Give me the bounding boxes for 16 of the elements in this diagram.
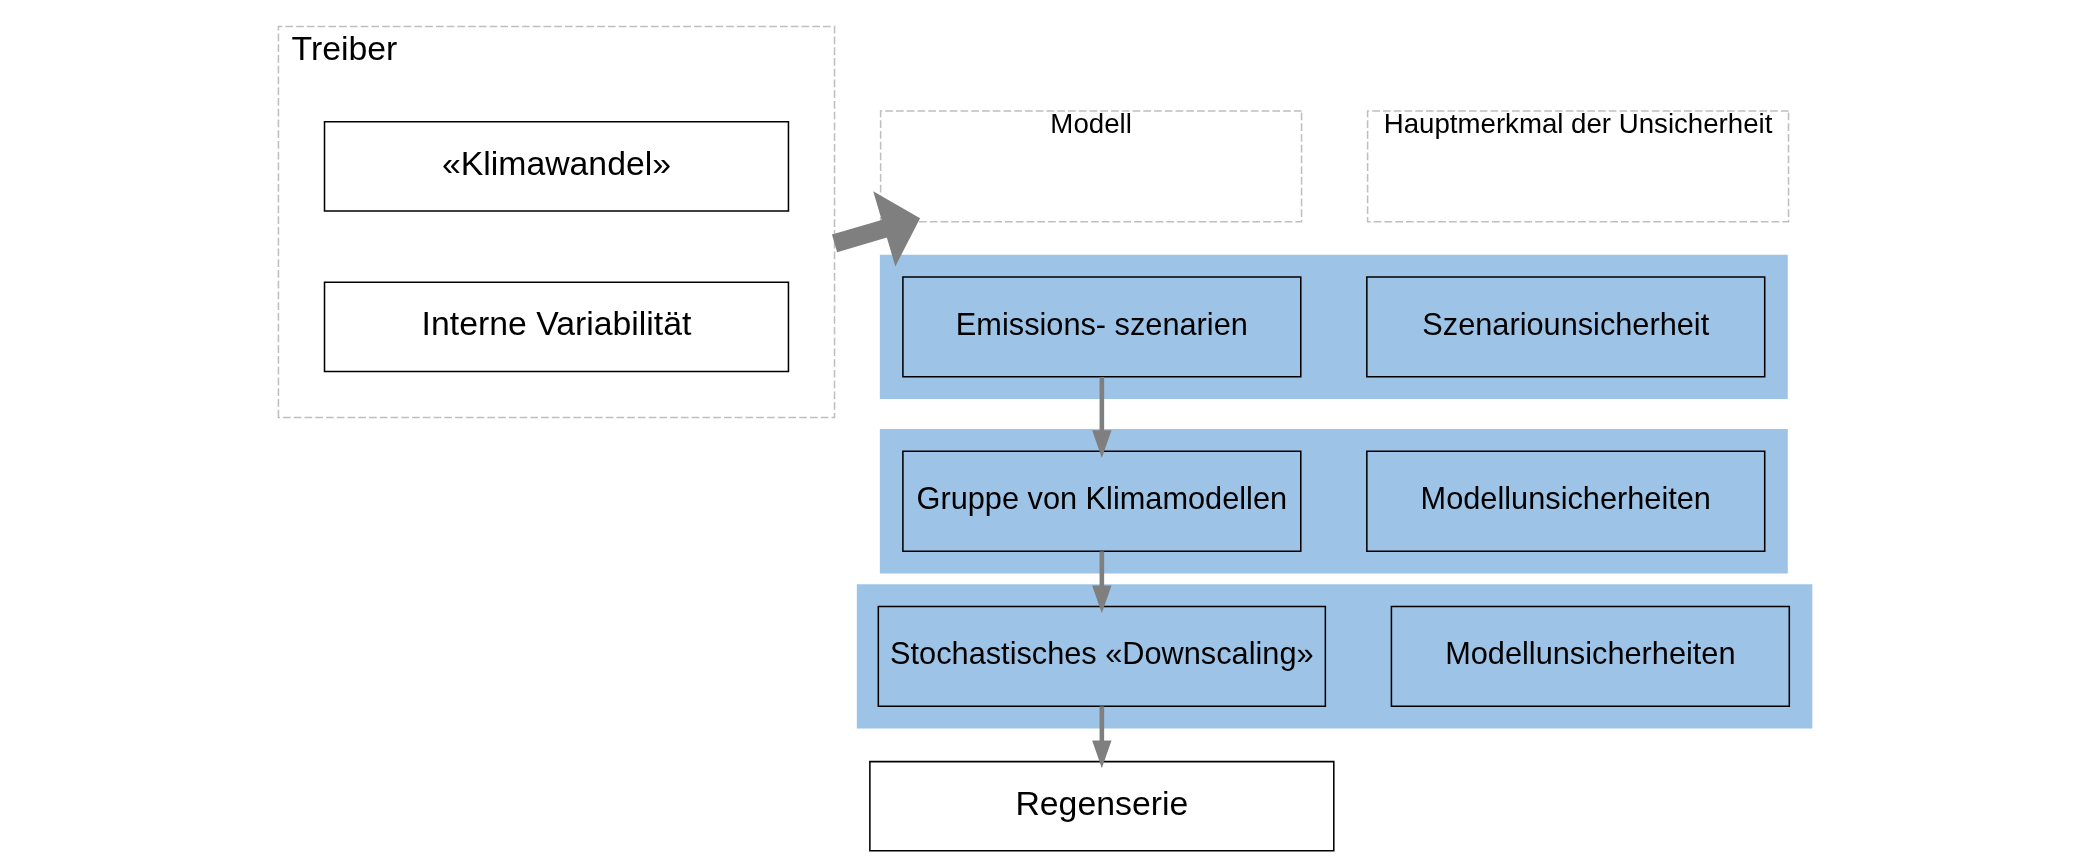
node-box: Modell	[879, 110, 1302, 223]
arrow	[1091, 377, 1112, 458]
cluster	[879, 254, 1788, 400]
node-box: Modellunsicherheiten	[1390, 605, 1790, 708]
node-box: Emissions- szenarien	[901, 276, 1302, 378]
node-box: Modellunsicherheiten	[1365, 450, 1765, 552]
arrow	[831, 191, 920, 267]
node-box: Szenariounsicherheit	[1365, 276, 1765, 378]
node-box: Stochastisches «Downscaling»	[877, 605, 1326, 708]
node-box: Regenserie	[868, 760, 1335, 852]
arrow	[1091, 551, 1112, 614]
arrow	[1091, 706, 1112, 769]
node-box: Gruppe von Klimamodellen	[901, 450, 1302, 552]
node-box: «Klimawandel»	[323, 121, 789, 212]
node-box: Interne Variabilität	[323, 281, 789, 373]
node-box: Hauptmerkmal der Unsicherheit	[1366, 110, 1789, 223]
